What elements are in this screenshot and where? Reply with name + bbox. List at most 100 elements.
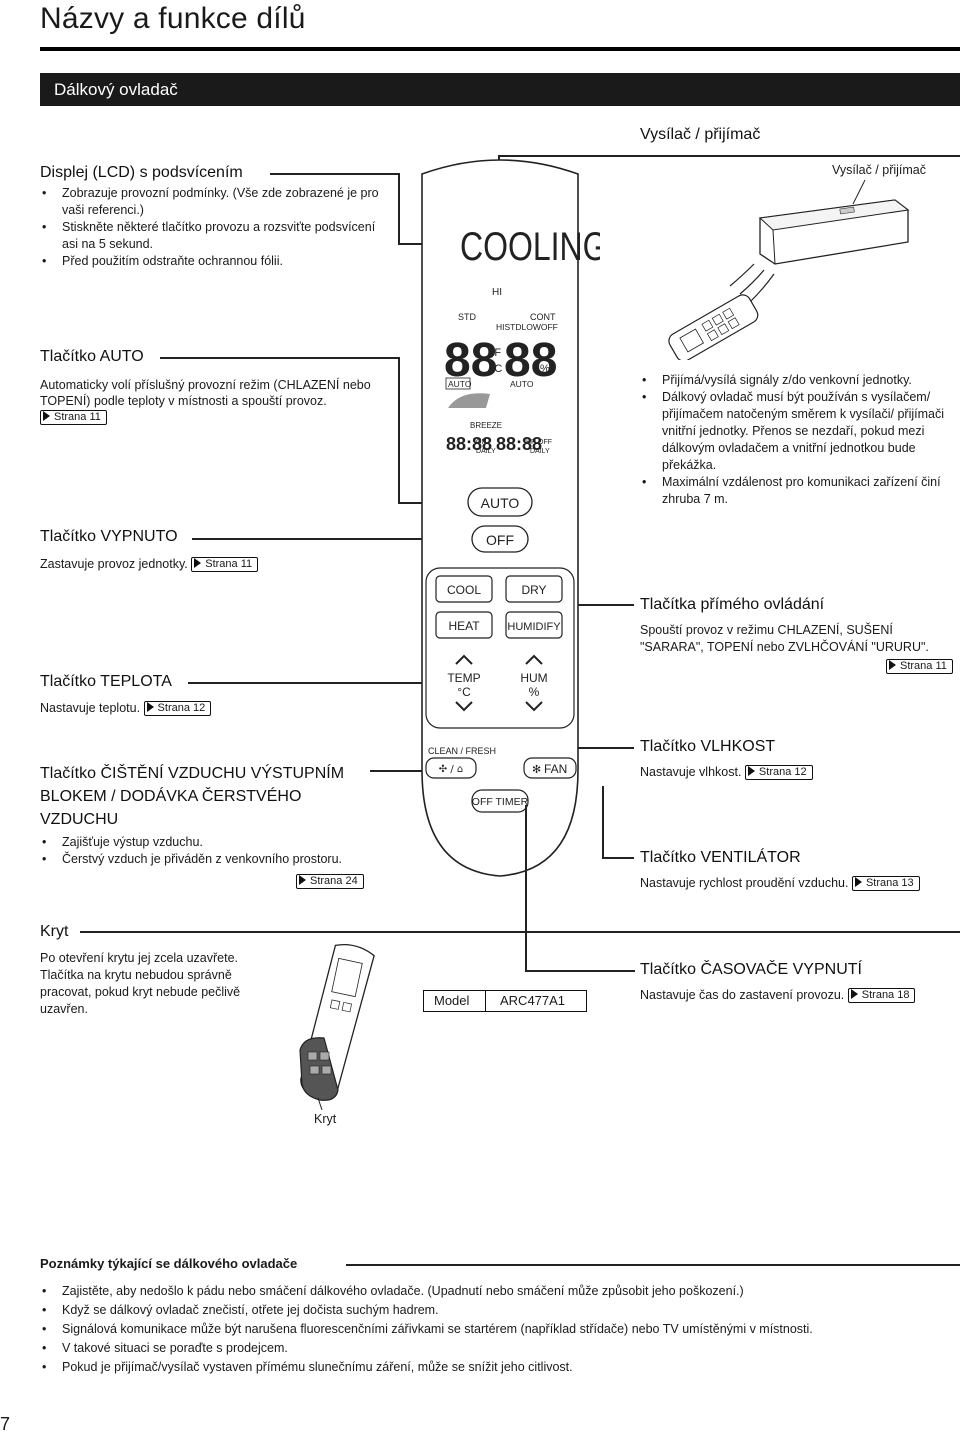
display-bullet: Před použitím odstraňte ochrannou fólii. xyxy=(40,253,380,270)
clean-leader xyxy=(370,770,432,772)
remote-off-button[interactable] xyxy=(471,525,529,553)
note-item: V takové situaci se poraďte s prodejcem. xyxy=(40,1339,940,1358)
fan-icon: ✻ xyxy=(532,763,541,776)
note-item: Zajistěte, aby nedošlo k pádu nebo smáče… xyxy=(40,1282,940,1301)
remote-cool-label: COOL xyxy=(447,583,481,597)
display-bullet: Zobrazuje provozní podmínky. (Vše zde zo… xyxy=(40,185,380,219)
fan-text-body: Nastavuje rychlost proudění vzduchu. xyxy=(640,876,849,890)
indoor-unit-illustration: Vysílač / přijímač xyxy=(668,163,926,360)
lcd-time2: 88:88 xyxy=(496,434,542,454)
transmitter-heading: Vysílač / přijímač xyxy=(640,126,761,143)
note-item: Když se dálkový ovladač znečistí, otřete… xyxy=(40,1301,940,1320)
fan-text: Nastavuje rychlost proudění vzduchu. Str… xyxy=(640,875,920,891)
notes-heading: Poznámky týkající se dálkového ovladače xyxy=(40,1256,298,1271)
clean-bullets: Zajišťuje výstup vzduchu. Čerstvý vzduch… xyxy=(40,834,380,868)
temp-heading: Tlačítko TEPLOTA xyxy=(40,673,172,690)
remote-auto-button[interactable] xyxy=(467,487,533,517)
page-title: Názvy a funkce dílů xyxy=(40,2,306,35)
clean-heading: Tlačítko ČIŠTĚNÍ VZDUCHU VÝSTUPNÍM BLOKE… xyxy=(40,765,345,828)
remote-heat-button[interactable] xyxy=(435,611,493,639)
clean-page-ref: Strana 24 xyxy=(296,874,364,889)
clean-ref-label: Strana 24 xyxy=(310,875,358,887)
remote-off-timer-button[interactable] xyxy=(471,789,529,813)
temp-leader xyxy=(188,682,450,684)
remote-dry-button[interactable] xyxy=(505,575,563,603)
remote-humidify-label: HUMIDIFY xyxy=(507,621,561,633)
hum-text-body: Nastavuje vlhkost. xyxy=(640,765,742,779)
remote-fan-label: FAN xyxy=(544,762,567,776)
title-rule xyxy=(40,47,960,51)
display-bullet: Stiskněte některé tlačítko provozu a roz… xyxy=(40,219,380,253)
unit-label: Vysílač / přijímač xyxy=(832,163,926,177)
remote-clean-fresh-button[interactable] xyxy=(425,757,477,779)
temp-page-ref: Strana 12 xyxy=(143,701,212,716)
lcd-fahrenheit: °F xyxy=(490,347,501,359)
transmitter-bullet: Přijímá/vysílá signály z/do venkovní jed… xyxy=(640,372,960,389)
temp-down-icon[interactable] xyxy=(455,701,473,712)
display-heading: Displej (LCD) s podsvícením xyxy=(40,164,243,181)
model-table: Model ARC477A1 xyxy=(423,990,587,1012)
model-value: ARC477A1 xyxy=(500,993,566,1008)
auto-page-ref: Strana 11 xyxy=(40,410,107,425)
remote-hum-unit: % xyxy=(529,685,540,699)
remote-humidify-button[interactable] xyxy=(505,611,563,639)
off-text-body: Zastavuje provoz jednotky. xyxy=(40,557,188,571)
arrow-right-icon xyxy=(43,411,50,421)
cover-caption: Kryt xyxy=(314,1112,337,1126)
arrow-right-icon xyxy=(889,660,896,670)
remote-illustration: COOLING HI STD CONT HISTDLOWOFF 88 °F °C… xyxy=(421,159,600,877)
fan-page-ref: Strana 13 xyxy=(851,876,920,891)
direct-ref-wrap: Strana 11 xyxy=(886,658,953,674)
off-page-ref: Strana 11 xyxy=(191,557,259,572)
hum-down-icon[interactable] xyxy=(525,701,543,712)
transmitter-leader xyxy=(498,155,960,157)
direct-leader xyxy=(572,604,634,606)
offtimer-text-body: Nastavuje čas do zastavení provozu. xyxy=(640,988,845,1002)
fan-heading: Tlačítko VENTILÁTOR xyxy=(640,849,801,866)
arrow-right-icon xyxy=(146,702,154,712)
remote-auto-label: AUTO xyxy=(481,495,520,511)
direct-ref-label: Strana 11 xyxy=(900,660,947,672)
off-heading: Tlačítko VYPNUTO xyxy=(40,528,178,545)
transmitter-bullets: Přijímá/vysílá signály z/do venkovní jed… xyxy=(640,372,960,508)
remote-heat-label: HEAT xyxy=(448,619,480,633)
hum-up-icon[interactable] xyxy=(525,654,543,665)
lcd-auto1-frame xyxy=(445,377,471,390)
notes-list: Zajistěte, aby nedošlo k pádu nebo smáče… xyxy=(40,1282,940,1377)
lcd-on: ON xyxy=(476,439,487,446)
clean-bullet: Čerstvý vzduch je přiváděn z venkovního … xyxy=(40,851,380,868)
fan-leader-v xyxy=(602,786,604,859)
direct-text: Spouští provoz v režimu CHLAZENÍ, SUŠENÍ… xyxy=(640,623,929,654)
temp-up-icon[interactable] xyxy=(455,654,473,665)
fan-ref-label: Strana 13 xyxy=(865,877,914,889)
arrow-right-icon xyxy=(747,766,755,776)
cover-heading: Kryt xyxy=(40,923,69,940)
lcd-std: STD xyxy=(458,312,477,322)
direct-heading: Tlačítka přímého ovládání xyxy=(640,596,825,613)
remote-clean-fresh-label: CLEAN / FRESH xyxy=(428,746,496,756)
auto-heading: Tlačítko AUTO xyxy=(40,348,144,365)
lcd-mode: COOLING xyxy=(460,224,600,269)
off-ref-label: Strana 11 xyxy=(205,558,253,570)
remote-fan-button[interactable] xyxy=(523,757,577,779)
transmitter-bullet: Maximální vzdálenost pro komunikaci zaří… xyxy=(640,474,960,508)
off-text: Zastavuje provoz jednotky. Strana 11 xyxy=(40,556,259,572)
note-item: Signálová komunikace může být narušena f… xyxy=(40,1320,940,1339)
remote-hum-label: HUM xyxy=(520,671,547,685)
offtimer-leader xyxy=(525,970,635,972)
lcd-auto2: AUTO xyxy=(510,379,534,389)
auto-leader xyxy=(160,357,400,359)
hum-ref-label: Strana 12 xyxy=(758,766,807,778)
lcd-breeze: BREEZE xyxy=(470,421,502,430)
auto-text: Automaticky volí příslušný provozní reži… xyxy=(40,377,380,425)
offtimer-text: Nastavuje čas do zastavení provozu. Stra… xyxy=(640,987,916,1003)
remote-cool-button[interactable] xyxy=(435,575,493,603)
hum-heading: Tlačítko VLHKOST xyxy=(640,738,776,755)
lcd-hi-std-lo-off: HISTDLOWOFF xyxy=(496,322,558,332)
remote-temp-unit: °C xyxy=(457,685,471,699)
remote-temp-label: TEMP xyxy=(447,671,480,685)
lcd-daily1: DAILY xyxy=(476,448,496,455)
lcd-fan-bars-icon xyxy=(448,393,490,408)
arrow-right-icon xyxy=(194,558,202,568)
display-leader xyxy=(270,173,400,175)
